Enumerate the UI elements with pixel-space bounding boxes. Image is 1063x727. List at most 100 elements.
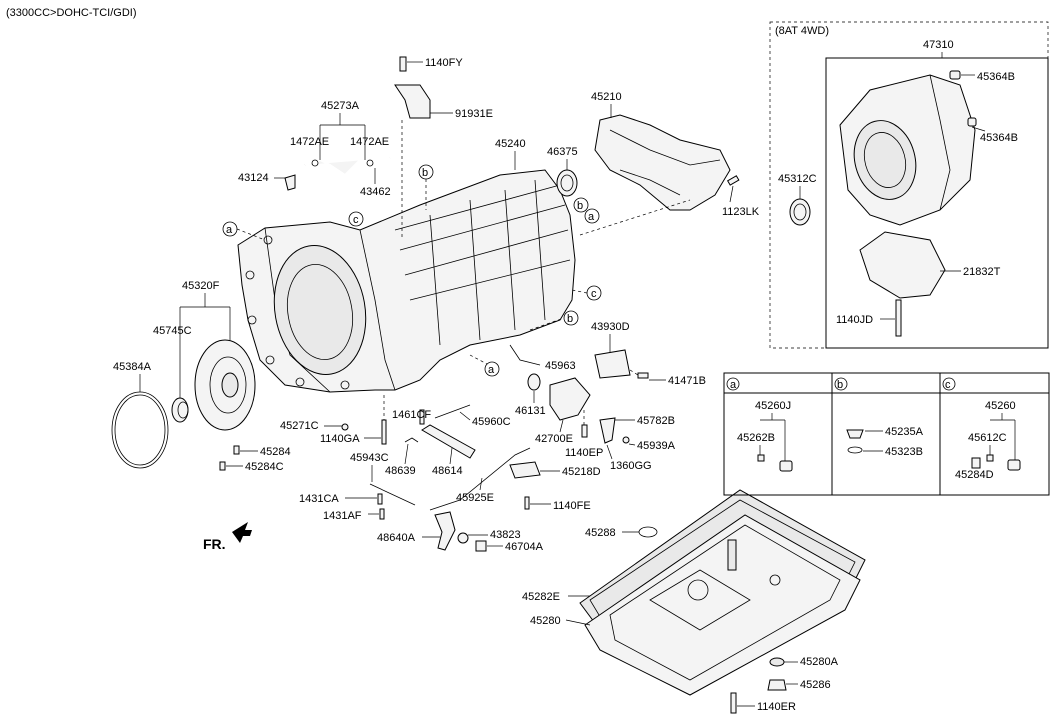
label-45280A: 45280A xyxy=(800,656,839,668)
label-45364B-1: 45364B xyxy=(977,71,1015,83)
label-45240: 45240 xyxy=(495,138,526,150)
label-45235A: 45235A xyxy=(885,426,924,438)
detail-c: c 45260 45612C 45284D xyxy=(942,377,1021,481)
label-1472AE-right: 1472AE xyxy=(350,136,389,148)
svg-text:b: b xyxy=(577,200,583,212)
label-42700E: 42700E xyxy=(535,433,573,445)
label-1123LK: 1123LK xyxy=(722,206,760,218)
label-45960C: 45960C xyxy=(472,416,511,428)
callout-c-2: c xyxy=(586,285,602,301)
svg-text:a: a xyxy=(488,364,495,376)
bolt-41471B xyxy=(637,372,649,379)
label-41471B: 41471B xyxy=(668,375,706,387)
label-46131: 46131 xyxy=(515,405,546,417)
o-ring-45288 xyxy=(638,526,658,538)
detail-table xyxy=(723,372,1050,496)
label-45925E: 45925E xyxy=(456,492,494,504)
label-45284: 45284 xyxy=(260,446,291,458)
svg-text:c: c xyxy=(945,379,951,391)
callout-a-3: a xyxy=(484,361,500,377)
label-43462: 43462 xyxy=(360,186,391,198)
callout-b-2: b xyxy=(573,197,589,213)
transfer-case-adapter-47310 xyxy=(839,74,976,226)
label-48639: 48639 xyxy=(385,465,416,477)
plug-45260J xyxy=(779,460,793,472)
pin-1431AF xyxy=(379,508,385,520)
label-1140ER: 1140ER xyxy=(757,701,796,713)
label-1360GG: 1360GG xyxy=(610,460,652,472)
o-ring-45323B xyxy=(847,446,863,454)
plug-45235A xyxy=(846,429,864,439)
svg-text:b: b xyxy=(837,379,843,391)
label-48614: 48614 xyxy=(432,465,463,477)
bracket-91931E xyxy=(394,84,431,119)
detail-b: b 45235A 45323B xyxy=(834,377,924,458)
bolt-1140EP xyxy=(581,424,588,438)
label-45280: 45280 xyxy=(530,615,561,627)
label-46704A: 46704A xyxy=(505,541,544,553)
bolt-1123LK xyxy=(726,175,740,186)
label-45963: 45963 xyxy=(545,360,576,372)
svg-text:a: a xyxy=(588,211,595,223)
bolt-1140JD xyxy=(895,299,902,337)
inset-title: (8AT 4WD) xyxy=(775,25,829,37)
bolt-1140FE xyxy=(524,496,530,510)
label-45262B: 45262B xyxy=(737,432,775,444)
detail-a: a 45260J 45262B xyxy=(726,377,793,472)
callout-a-2: a xyxy=(584,208,600,224)
label-43124: 43124 xyxy=(238,172,269,184)
label-45939A: 45939A xyxy=(637,440,676,452)
lever-45782B xyxy=(599,417,616,444)
bolt-1140GA xyxy=(381,419,387,445)
callout-c-1: c xyxy=(348,211,364,227)
svg-text:b: b xyxy=(422,167,428,179)
label-45364B-2: 45364B xyxy=(980,132,1018,144)
label-45284D: 45284D xyxy=(955,469,994,481)
spring-43823 xyxy=(457,532,469,544)
clamp-1472AE-left xyxy=(311,159,319,167)
label-1472AE-left: 1472AE xyxy=(290,136,329,148)
svg-text:a: a xyxy=(226,224,233,236)
oil-pump-45320F xyxy=(194,339,256,431)
label-45210: 45210 xyxy=(591,91,622,103)
label-91931E: 91931E xyxy=(455,108,493,120)
label-45384A: 45384A xyxy=(113,361,152,373)
o-ring-45384A xyxy=(111,391,169,469)
svg-text:c: c xyxy=(353,214,359,226)
inhibitor-switch-42700E xyxy=(549,377,591,421)
plug-45612C xyxy=(986,454,994,462)
shaft-45943C xyxy=(369,483,416,506)
label-45284C: 45284C xyxy=(245,461,284,473)
mount-21832T xyxy=(859,231,946,299)
label-43930D: 43930D xyxy=(591,321,630,333)
drain-plug-45286 xyxy=(767,679,787,691)
label-45286: 45286 xyxy=(800,679,831,691)
engine-spec-label: (3300CC>DOHC-TCI/GDI) xyxy=(6,7,137,19)
label-48640A: 48640A xyxy=(377,532,416,544)
plug-45364B-1 xyxy=(949,70,961,80)
pin-45284 xyxy=(233,445,240,455)
mount-bracket-45210 xyxy=(594,114,731,211)
lever-48614 xyxy=(421,424,476,459)
front-direction-label: FR. xyxy=(203,536,226,552)
nut-45939A xyxy=(622,436,630,444)
label-45260J: 45260J xyxy=(755,400,791,412)
label-45282E: 45282E xyxy=(522,591,560,603)
callout-b-1: b xyxy=(418,164,434,180)
seal-45312C xyxy=(789,198,811,226)
label-1140GA: 1140GA xyxy=(320,433,360,445)
label-1140FE: 1140FE xyxy=(553,500,591,512)
label-46375: 46375 xyxy=(547,146,578,158)
inset-47310-frame xyxy=(825,57,1049,349)
pin-45284D xyxy=(971,457,981,469)
hose-43124 xyxy=(284,174,296,191)
label-1140JD: 1140JD xyxy=(836,314,873,326)
callout-b-3: b xyxy=(563,310,579,326)
rod-45960C xyxy=(434,404,471,419)
label-45218D: 45218D xyxy=(562,466,601,478)
pin-1431CA xyxy=(377,493,383,505)
label-45260: 45260 xyxy=(985,400,1016,412)
gasket-45280A xyxy=(769,657,785,667)
oil-pan-45280 xyxy=(584,514,861,696)
label-1140EP: 1140EP xyxy=(565,447,603,459)
